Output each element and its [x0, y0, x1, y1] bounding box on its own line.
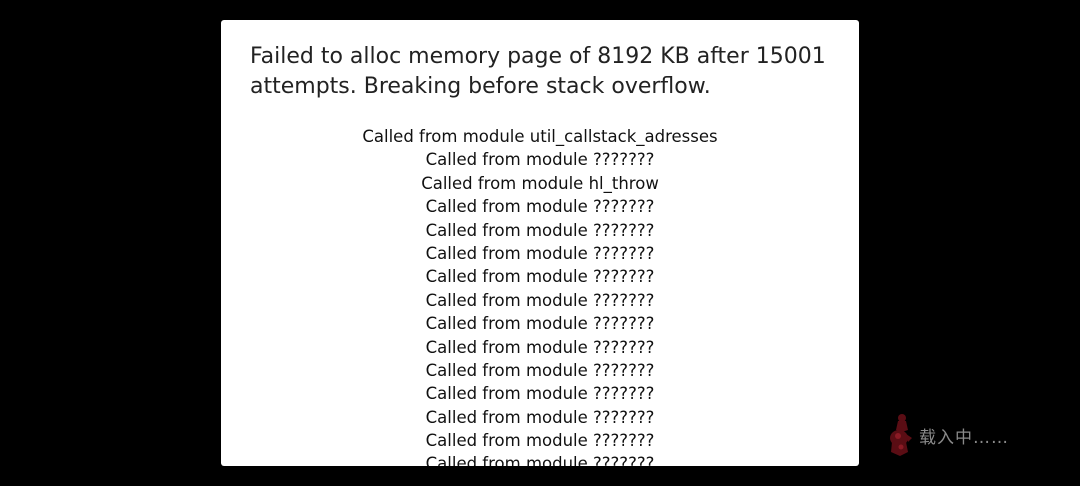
loading-text: 载入中……	[919, 427, 1009, 448]
loading-indicator: 载入中……	[886, 410, 1009, 460]
callstack-line: Called from module ???????	[425, 220, 655, 240]
loading-mascot-icon	[890, 414, 912, 456]
callstack-line: Called from module ???????	[425, 384, 655, 404]
callstack-line: Called from module ???????	[425, 337, 655, 357]
callstack-line: Called from module hl_throw	[421, 173, 659, 193]
callstack-list: Called from module util_callstack_adress…	[221, 125, 859, 466]
callstack-line: Called from module ???????	[425, 431, 655, 451]
callstack-line: Called from module ???????	[425, 360, 655, 380]
callstack-line: Called from module util_callstack_adress…	[362, 127, 718, 146]
callstack-line: Called from module ???????	[425, 314, 655, 334]
callstack-line: Called from module ???????	[425, 197, 655, 217]
callstack-line: Called from module ???????	[425, 267, 655, 287]
error-dialog: Failed to alloc memory page of 8192 KB a…	[221, 20, 859, 466]
callstack-line: Called from module ???????	[425, 243, 655, 263]
error-message: Failed to alloc memory page of 8192 KB a…	[250, 44, 826, 99]
callstack-line: Called from module ???????	[425, 150, 655, 170]
callstack-line: Called from module ???????	[425, 454, 655, 466]
callstack-line: Called from module ???????	[425, 290, 655, 310]
callstack-line: Called from module ???????	[425, 407, 655, 427]
